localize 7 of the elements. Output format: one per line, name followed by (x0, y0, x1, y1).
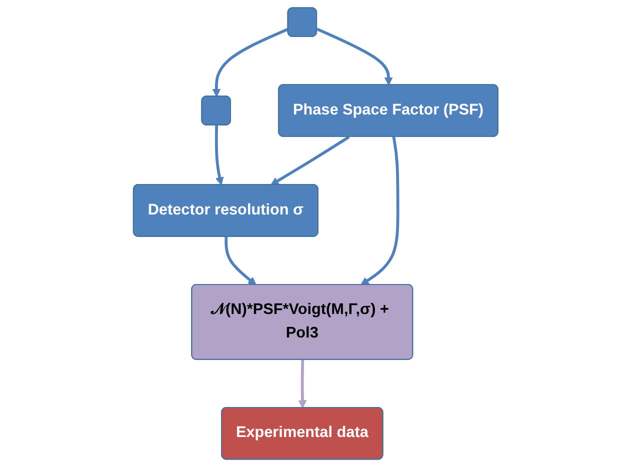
arrow (298, 360, 307, 408)
arrow (214, 125, 224, 186)
arrow (224, 236, 256, 286)
arrow (270, 136, 350, 186)
arrow (212, 28, 289, 97)
arrow (360, 136, 400, 286)
arrow (316, 28, 393, 86)
